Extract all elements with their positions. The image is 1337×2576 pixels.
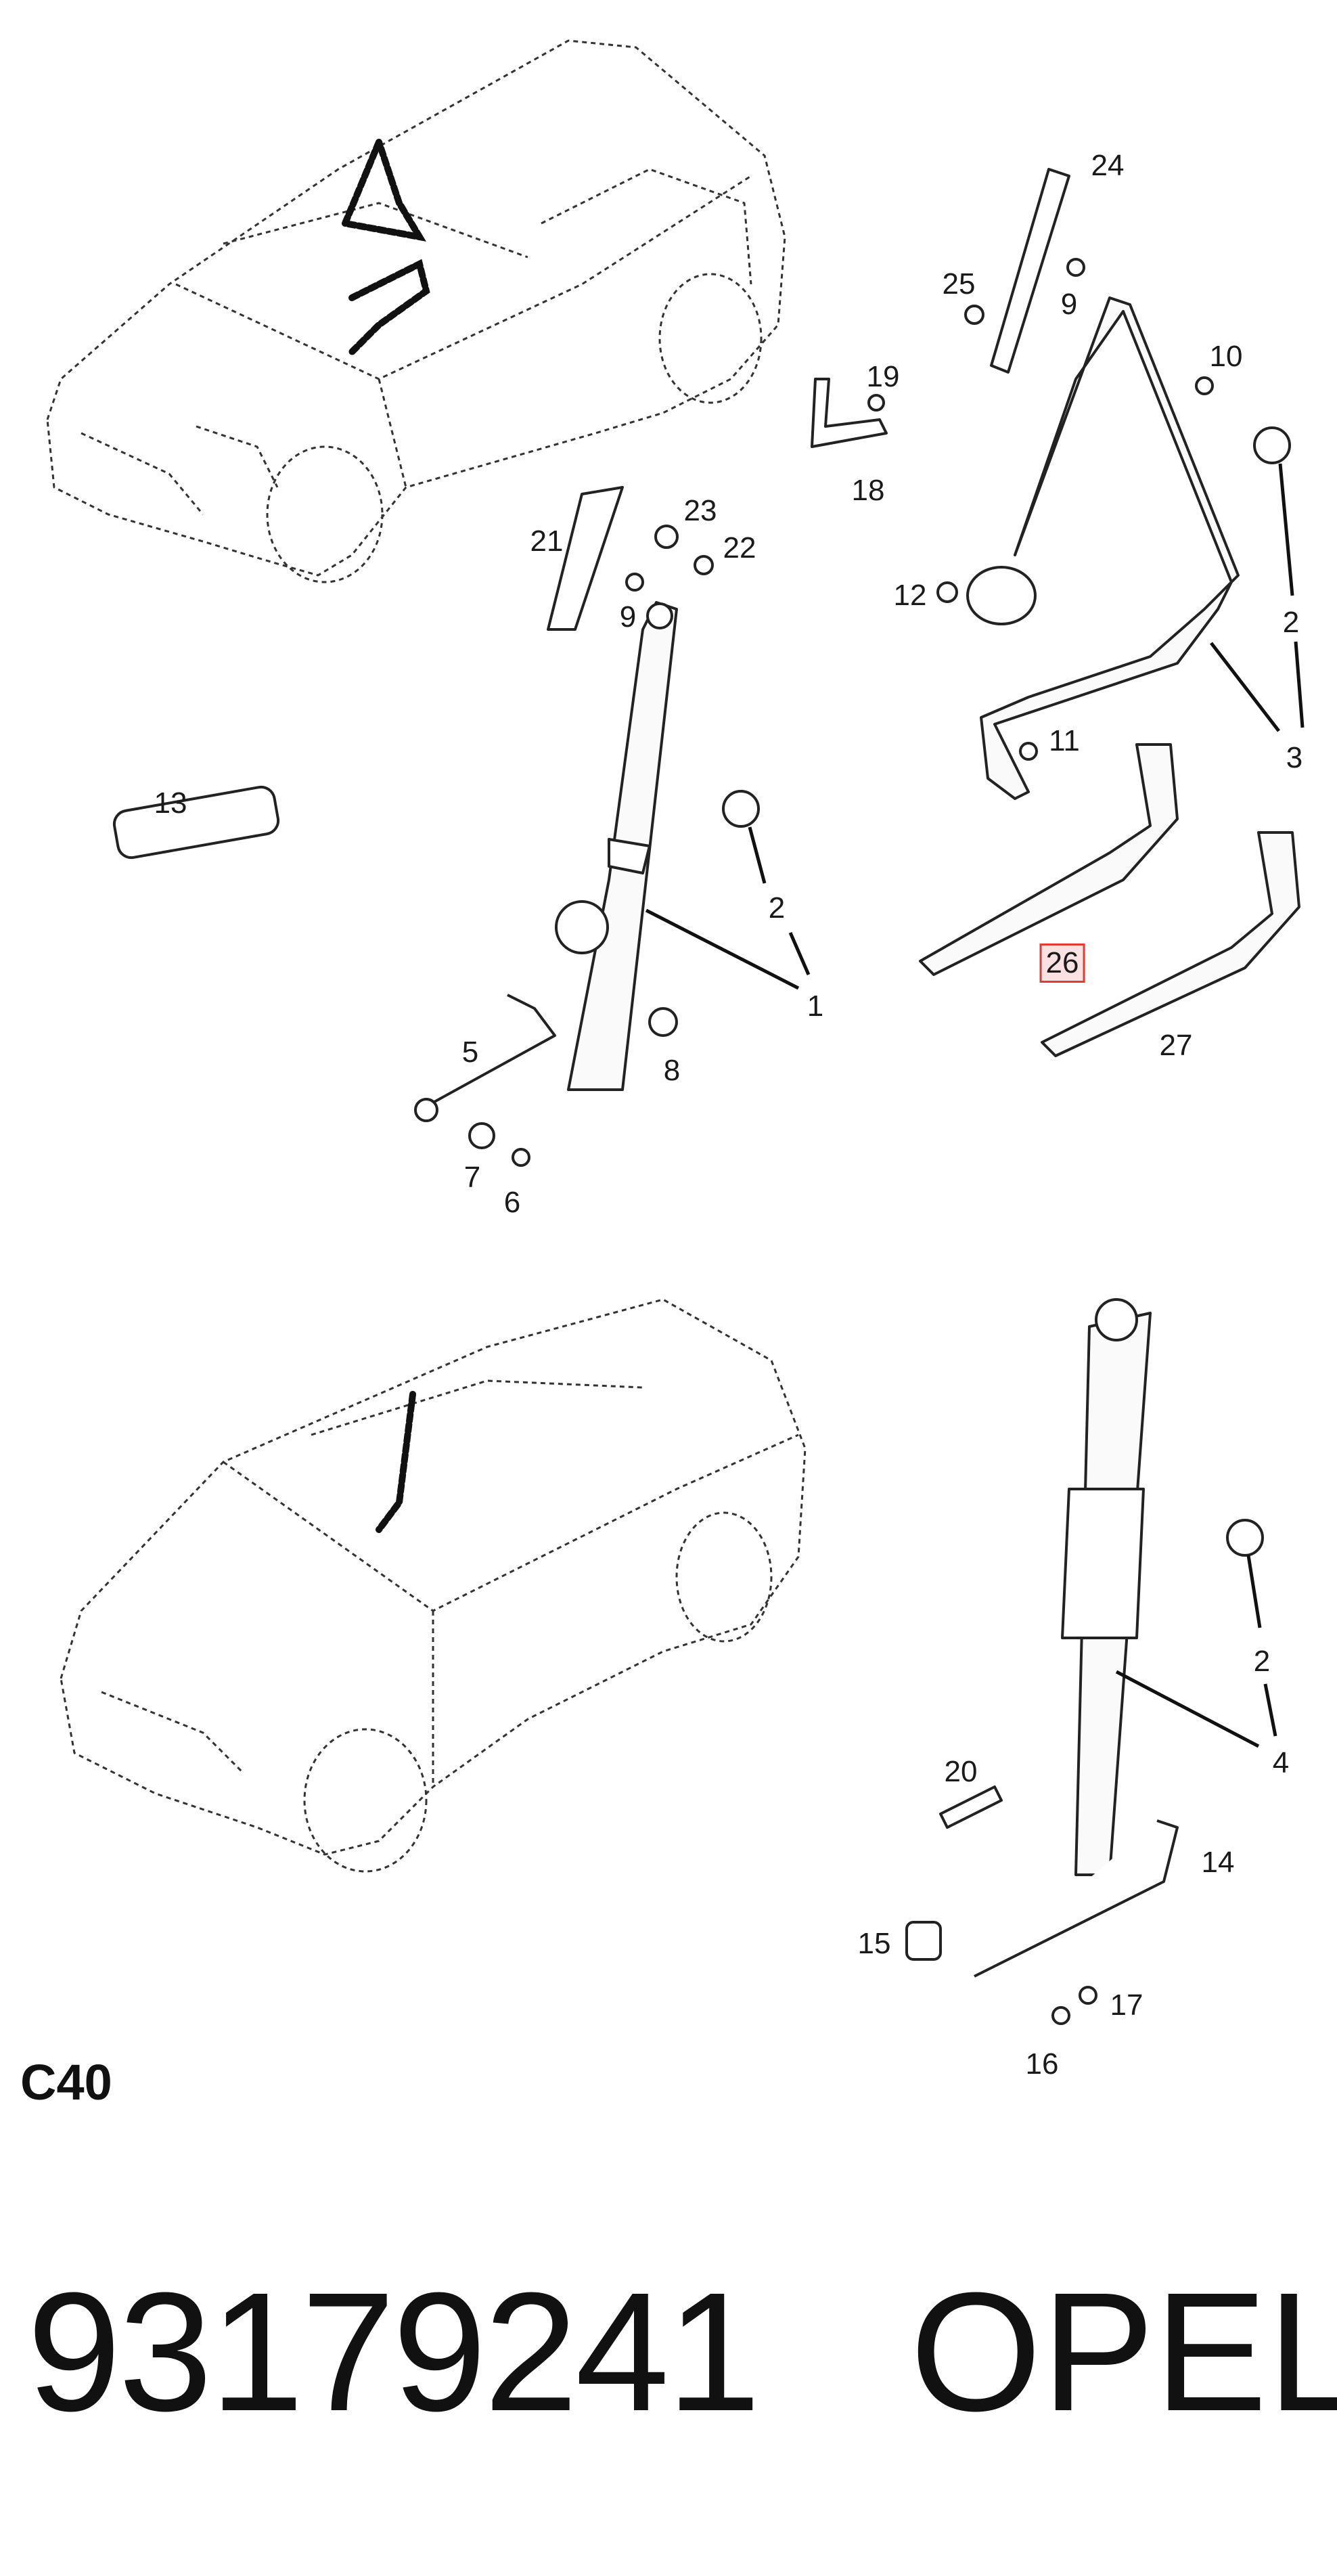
callout-17: 17 [1110,1989,1143,2022]
part-2-cap-b [1253,426,1291,464]
part-15-bushing [905,1921,942,1961]
part-13-trim [112,785,280,860]
part-18-bracket [811,378,888,448]
callout-10: 10 [1209,340,1243,373]
callout-4: 4 [1272,1746,1290,1779]
callout-14: 14 [1201,1846,1235,1879]
part-27-buckle [1041,831,1300,1057]
part-5-cable [419,994,556,1111]
part-8-grommet [648,1007,678,1037]
callout-9: 9 [1060,288,1078,321]
part-9-washer-b [1066,258,1085,277]
brand-name: OPEL [910,2257,1337,2446]
hatchback-car-illustration [46,39,786,583]
callout-26-highlighted[interactable]: 26 [1039,943,1085,983]
callout-25: 25 [942,267,976,301]
part-16-screw [1051,2006,1070,2025]
callout-3: 3 [1286,741,1303,774]
callout-7: 7 [463,1161,481,1194]
part-10-bolt [1195,376,1214,395]
callout-9: 9 [619,600,637,634]
callout-12: 12 [893,579,927,612]
cabrio-belt-marking [376,1391,416,1533]
part-26-buckle [919,743,1179,976]
part-14-cable [974,1819,1179,1978]
part-20-trim [939,1785,1003,1829]
callout-11: 11 [1049,724,1080,757]
part-22-bolt [694,555,714,575]
part-6-bolt [512,1148,530,1167]
part-3-rear-belt [980,296,1240,800]
callout-6: 6 [503,1186,521,1219]
part-21-height-adjuster [547,486,624,631]
part-24-guide-rail [990,168,1070,374]
callout-16: 16 [1025,2047,1059,2081]
callout-23: 23 [683,494,717,527]
callout-19: 19 [866,360,900,393]
callout-22: 22 [723,531,756,564]
part-19-screw [867,394,885,412]
part-2-cap-c [1226,1519,1264,1557]
callout-2: 2 [768,891,786,925]
b-pillar-belt-marking [340,139,430,355]
callout-13: 13 [154,786,187,820]
callout-1: 1 [807,990,824,1023]
part-12-retractor [966,566,1037,625]
callout-21: 21 [530,525,564,558]
callout-20: 20 [944,1755,978,1788]
callout-5: 5 [461,1036,479,1069]
callout-2: 2 [1282,606,1300,639]
part-23-bushing [654,525,679,549]
section-code: C40 [20,2054,112,2110]
part-25-nut [964,305,984,325]
callout-15: 15 [857,1927,891,1960]
part-2-cap-a [722,790,760,828]
part-1-retractor [555,900,609,954]
part-7-bushing [468,1122,495,1149]
callout-8: 8 [663,1054,681,1087]
callout-24: 24 [1091,149,1125,182]
part-number: 93179241 [27,2257,761,2446]
callout-18: 18 [851,474,885,507]
callout-27: 27 [1159,1029,1193,1062]
part-12-washer [936,581,958,603]
cabriolet-car-illustration [60,1298,807,1873]
part-9-washer-a [625,573,644,592]
part-17-screw [1079,1986,1097,2005]
part-11-bolt [1019,742,1038,761]
callout-2: 2 [1253,1645,1271,1678]
